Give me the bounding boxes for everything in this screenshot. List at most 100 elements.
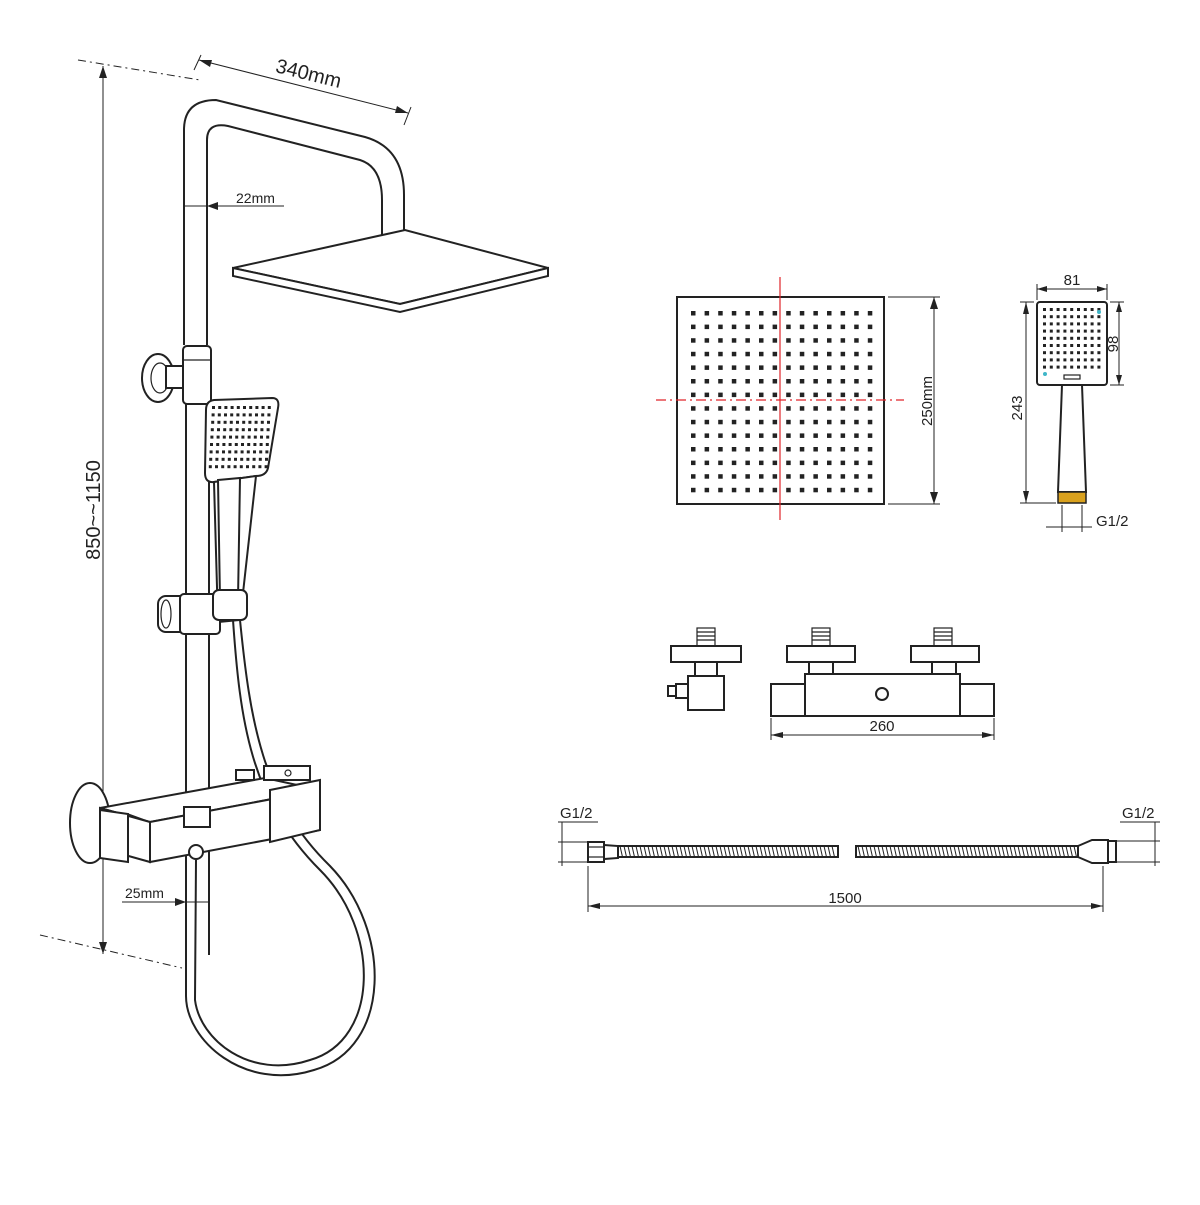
- nozzle-dot: [799, 351, 805, 357]
- nozzle-dot: [745, 351, 750, 357]
- nozzle-dot: [1056, 329, 1060, 333]
- nozzle-dot: [827, 311, 832, 316]
- nozzle-dot: [745, 379, 750, 384]
- nozzle-dot: [209, 457, 213, 461]
- nozzle-dot: [1097, 315, 1101, 319]
- nozzle-dot: [759, 460, 764, 466]
- nozzle-dot: [1070, 315, 1074, 319]
- hose-ring: [799, 845, 803, 858]
- nozzle-dot: [266, 428, 270, 432]
- hose-left-thread-dimension: G1/2: [558, 805, 598, 866]
- nozzle-dot: [255, 406, 259, 409]
- nozzle-dot: [772, 324, 778, 330]
- hose-ring: [635, 845, 639, 858]
- nozzle-dot: [759, 474, 764, 479]
- valve-front-view: 260: [770, 627, 995, 740]
- nozzle-dot: [259, 443, 263, 446]
- nozzle-dot: [242, 413, 246, 417]
- nozzle-dot: [718, 447, 723, 452]
- nozzle-dot: [1049, 358, 1053, 362]
- nozzle-dot: [229, 435, 232, 439]
- nozzle-dot: [799, 433, 805, 438]
- nozzle-dot: [745, 447, 750, 452]
- nozzle-dot: [827, 351, 832, 357]
- nozzle-dot: [718, 351, 723, 357]
- hose-ring: [865, 845, 869, 858]
- hose-length-dimension: 1500: [587, 866, 1104, 912]
- nozzle-dot: [759, 433, 764, 438]
- nozzle-dot: [854, 460, 859, 466]
- valve-width-label: 260: [869, 718, 894, 735]
- nozzle-dot: [854, 433, 859, 438]
- nozzle-dot: [731, 487, 737, 493]
- hose-ring: [751, 845, 755, 858]
- hose-ring: [893, 845, 897, 858]
- nozzle-dot: [229, 428, 233, 432]
- nozzle-dot: [786, 433, 791, 438]
- nozzle-dot: [718, 338, 723, 343]
- nozzle-dot: [210, 428, 214, 432]
- nozzle-dot: [827, 433, 832, 438]
- nozzle-dot: [211, 420, 215, 424]
- nozzle-dot: [691, 447, 696, 452]
- nozzle-dot: [1070, 322, 1074, 326]
- nozzle-dot: [241, 435, 245, 439]
- valve-right-handle: [959, 683, 995, 717]
- nozzle-dot: [704, 311, 710, 316]
- hose-ring: [691, 845, 695, 858]
- nozzle-dot: [840, 338, 846, 343]
- nozzle-dot: [854, 338, 859, 343]
- nozzle-dot: [252, 457, 256, 461]
- nozzle-dot: [691, 311, 696, 316]
- nozzle-dot: [1083, 365, 1087, 369]
- hose-ring: [703, 845, 707, 858]
- nozzle-dot: [1043, 322, 1046, 326]
- nozzle-dot: [704, 351, 710, 357]
- pipe-lower-diameter-label: 25mm: [125, 885, 164, 901]
- nozzle-dot: [731, 338, 737, 343]
- nozzle-dot: [1070, 336, 1074, 340]
- hose-ring: [909, 845, 913, 858]
- nozzle-dot: [1090, 336, 1094, 340]
- nozzle-dot: [772, 406, 778, 411]
- hand-height-label: 98: [1105, 336, 1122, 353]
- nozzle-dot: [813, 474, 818, 479]
- nozzle-dot: [799, 474, 805, 479]
- nozzle-dot: [230, 406, 234, 409]
- nozzle-dot: [691, 392, 696, 398]
- nozzle-dot: [1049, 344, 1053, 347]
- nozzle-dot: [840, 447, 846, 452]
- nozzle-dot: [827, 379, 832, 384]
- hose-left-thread-label: G1/2: [560, 805, 593, 822]
- hose-ring: [655, 845, 659, 858]
- nozzle-dot: [1043, 315, 1046, 319]
- nozzle-dot: [813, 433, 818, 438]
- hose-ring: [671, 845, 675, 858]
- nozzle-dot: [248, 420, 252, 424]
- hose-ring: [699, 845, 703, 858]
- height-range-label: 850~~1150: [83, 460, 105, 560]
- nozzle-dot: [247, 435, 251, 439]
- nozzle-dot: [211, 413, 215, 417]
- nozzle-dot: [222, 435, 226, 439]
- nozzle-dot: [854, 392, 859, 398]
- nozzle-dot: [731, 379, 737, 384]
- nozzle-dot: [222, 450, 225, 454]
- hand-handle: [1056, 384, 1088, 493]
- nozzle-dot: [840, 419, 846, 425]
- nozzle-dot: [255, 413, 258, 417]
- nozzle-dot: [1077, 329, 1080, 333]
- slide-bracket: [157, 589, 248, 635]
- nozzle-dot: [786, 338, 791, 343]
- hose-ring: [913, 845, 917, 858]
- nozzle-dot: [236, 420, 239, 424]
- hose-ring: [663, 845, 667, 858]
- nozzle-dot: [691, 338, 696, 343]
- nozzle-dot: [1063, 336, 1067, 340]
- nozzle-dot: [827, 338, 832, 343]
- hose-ring: [651, 845, 655, 858]
- hose-ring: [731, 845, 735, 858]
- nozzle-dot: [827, 460, 832, 466]
- nozzle-dot: [731, 474, 737, 479]
